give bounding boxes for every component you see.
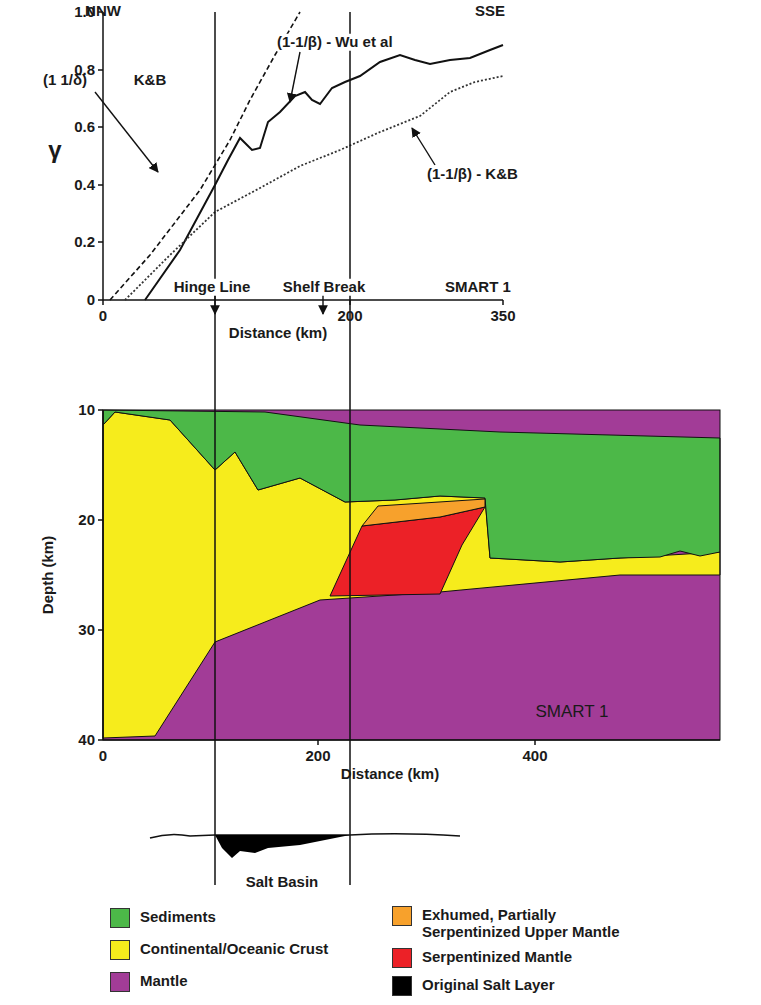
tick-label: 0.4 <box>74 177 95 194</box>
section-name: SMART 1 <box>445 279 511 296</box>
legend-item: Sediments <box>110 908 370 928</box>
curve-label: (1 1/δ) <box>43 72 87 89</box>
legend-swatch <box>392 976 412 996</box>
section-axes <box>98 410 720 745</box>
tick-label: 400 <box>522 748 547 765</box>
legend-swatch <box>392 906 412 926</box>
legend-text: Exhumed, Partially Serpentinized Upper M… <box>422 906 642 941</box>
exhumed-mantle <box>362 499 485 526</box>
axis-title: Distance (km) <box>229 325 327 342</box>
legend-swatch <box>392 948 412 968</box>
reference-lines <box>215 12 350 885</box>
legend-item: Serpentinized Mantle <box>392 948 642 968</box>
legend-swatch <box>110 940 130 960</box>
delta-curve <box>110 12 300 300</box>
basin-label: Salt Basin <box>246 874 319 891</box>
tick-label: 0.6 <box>74 119 95 136</box>
salt-basin <box>150 834 460 858</box>
curve-label: (1-1/β) - Wu et al <box>275 34 395 51</box>
marker-label: Hinge Line <box>172 279 253 296</box>
legend-text: Sediments <box>140 908 216 925</box>
curve-label: (1-1/β) - K&B <box>425 166 520 183</box>
tick-label: 0 <box>99 748 107 765</box>
legend-swatch <box>110 908 130 928</box>
leader-arrows <box>95 52 435 314</box>
legend-item: Exhumed, Partially Serpentinized Upper M… <box>392 906 642 941</box>
curve-label: K&B <box>132 72 169 89</box>
legend-text: Mantle <box>140 972 188 989</box>
direction-label: SSE <box>475 3 505 20</box>
tick-label: 30 <box>78 622 95 639</box>
legend-item: Continental/Oceanic Crust <box>110 940 370 960</box>
tick-label: 1.0 <box>74 4 95 21</box>
tick-label: 200 <box>337 308 362 325</box>
kb-beta-curve <box>125 76 503 300</box>
legend-swatch <box>110 972 130 992</box>
axis-title: γ <box>48 137 61 163</box>
tick-label: 10 <box>78 402 95 419</box>
tick-label: 350 <box>490 308 515 325</box>
tick-label: 40 <box>78 732 95 749</box>
chart-axes <box>98 12 503 305</box>
cross-section <box>103 410 720 740</box>
tick-label: 0.2 <box>74 234 95 251</box>
legend-text: Original Salt Layer <box>422 976 555 993</box>
legend-text: Continental/Oceanic Crust <box>140 940 328 957</box>
marker-label: Shelf Break <box>281 279 368 296</box>
axis-title: Distance (km) <box>341 766 439 783</box>
tick-label: 20 <box>78 512 95 529</box>
legend-item: Original Salt Layer <box>392 976 642 996</box>
tick-label: 0 <box>87 292 95 309</box>
legend-item: Mantle <box>110 972 370 992</box>
legend-text: Serpentinized Mantle <box>422 948 572 965</box>
section-name: SMART 1 <box>535 703 608 722</box>
tick-label: 200 <box>305 748 330 765</box>
axis-title: Depth (km) <box>40 536 57 614</box>
tick-label: 0 <box>99 308 107 325</box>
